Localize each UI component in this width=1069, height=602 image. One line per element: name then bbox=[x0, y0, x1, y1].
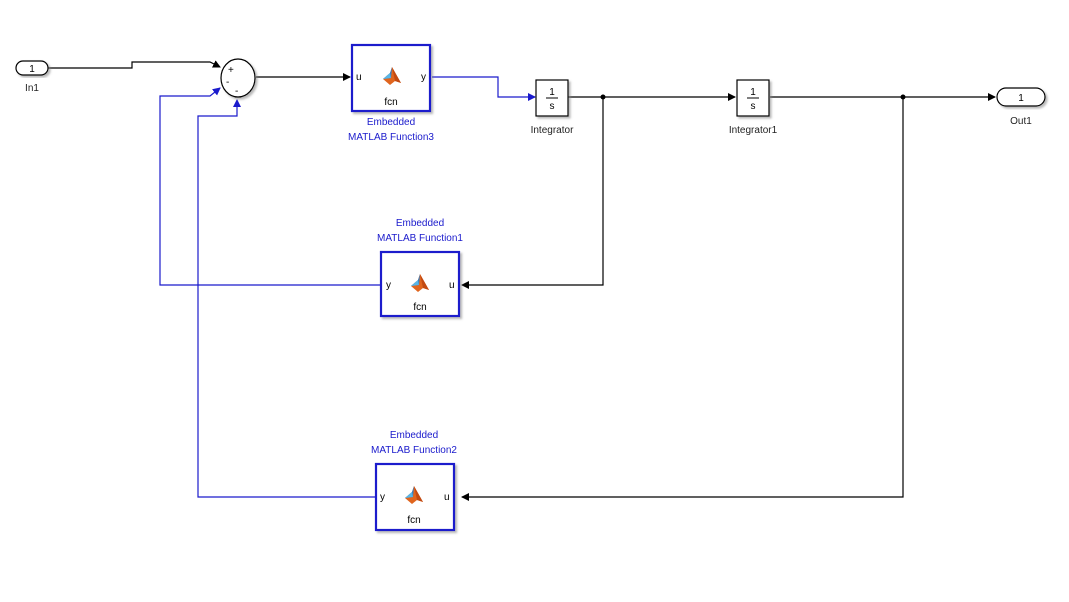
integrator-denominator: s bbox=[550, 101, 555, 112]
function3-title-line1: Embedded bbox=[367, 117, 415, 128]
function2-output-port: y bbox=[380, 492, 385, 503]
function2-title-line2: MATLAB Function2 bbox=[371, 445, 457, 456]
signal-function1-to-sum[interactable] bbox=[159, 87, 380, 286]
outport-out1[interactable]: 1 Out1 bbox=[996, 87, 1046, 127]
integrator-block[interactable]: 1 s Integrator bbox=[531, 79, 574, 136]
function3-body: fcn bbox=[384, 97, 397, 108]
function2-input-port: u bbox=[444, 492, 450, 503]
sum-sign-2: - bbox=[226, 77, 229, 88]
function1-body: fcn bbox=[413, 302, 426, 313]
embedded-matlab-function2[interactable]: Embedded MATLAB Function2 y u fcn bbox=[371, 430, 457, 532]
function3-output-port: y bbox=[421, 72, 426, 83]
integrator1-denominator: s bbox=[751, 101, 756, 112]
signal-in1-to-sum[interactable] bbox=[48, 60, 221, 69]
branch-point-integrator1 bbox=[900, 94, 906, 100]
function1-input-port: u bbox=[449, 280, 455, 291]
integrator-label: Integrator bbox=[531, 125, 574, 136]
sum-block[interactable]: + - - bbox=[220, 58, 256, 98]
embedded-matlab-function1[interactable]: Embedded MATLAB Function1 y u fcn bbox=[377, 218, 463, 318]
function3-input-port: u bbox=[356, 72, 362, 83]
sum-sign-3: - bbox=[235, 86, 238, 97]
function2-title-line1: Embedded bbox=[390, 430, 438, 441]
function2-body: fcn bbox=[407, 515, 420, 526]
embedded-matlab-function3[interactable]: u y fcn Embedded MATLAB Function3 bbox=[348, 43, 434, 143]
function3-title-line2: MATLAB Function3 bbox=[348, 132, 434, 143]
integrator1-block[interactable]: 1 s Integrator1 bbox=[729, 79, 778, 136]
integrator-numerator: 1 bbox=[549, 87, 555, 98]
signal-branch-to-function1[interactable] bbox=[461, 97, 604, 289]
signal-branch-to-function2[interactable] bbox=[461, 97, 904, 501]
function1-output-port: y bbox=[386, 280, 391, 291]
function1-title-line1: Embedded bbox=[396, 218, 444, 229]
inport-number: 1 bbox=[29, 64, 35, 75]
function1-title-line2: MATLAB Function1 bbox=[377, 233, 463, 244]
inport-in1[interactable]: 1 In1 bbox=[15, 60, 49, 94]
integrator1-label: Integrator1 bbox=[729, 125, 778, 136]
inport-label: In1 bbox=[25, 83, 39, 94]
integrator1-numerator: 1 bbox=[750, 87, 756, 98]
sum-sign-1: + bbox=[228, 65, 234, 76]
signal-function3-to-integrator[interactable] bbox=[432, 76, 536, 101]
outport-label: Out1 bbox=[1010, 116, 1032, 127]
signal-function2-to-sum[interactable] bbox=[197, 99, 375, 498]
outport-number: 1 bbox=[1018, 93, 1024, 104]
branch-point-integrator bbox=[600, 94, 606, 100]
